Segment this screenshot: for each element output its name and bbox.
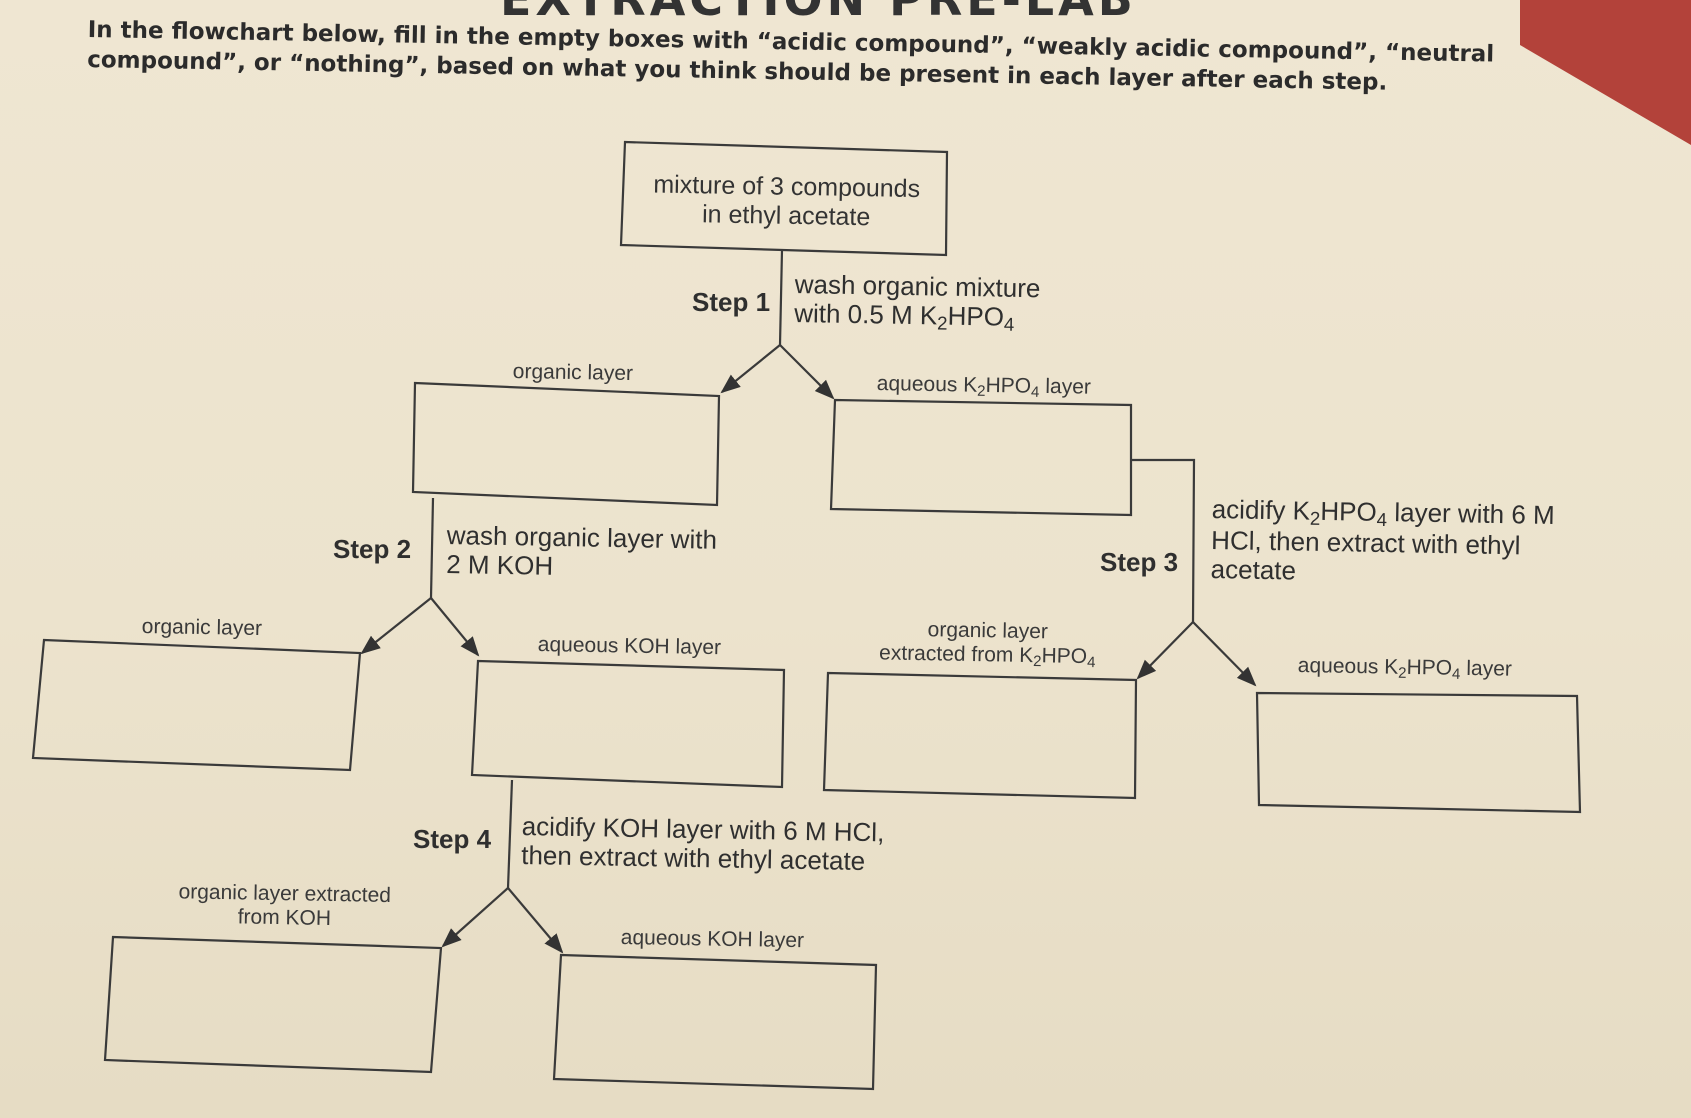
step1-aqueous-box[interactable] [829, 398, 1133, 517]
step2-right-arrow [430, 597, 480, 657]
step2-stem [429, 497, 435, 599]
step4-label: Step 4 [413, 824, 492, 854]
step4-description: acidify KOH layer with 6 M HCl, then ext… [520, 811, 885, 876]
step2-aqueous-box[interactable] [470, 659, 786, 789]
step2-organic-box[interactable] [31, 638, 362, 772]
step4-aqueous-label: aqueous KOH layer [620, 926, 805, 953]
step2-organic-label: organic layer [141, 615, 263, 641]
root-box-text: mixture of 3 compounds in ethyl acetate [627, 170, 946, 234]
step3-aqueous-label: aqueous K2HPO4 layer [1297, 654, 1513, 683]
step1-right-arrow [779, 344, 835, 400]
step2-description: wash organic layer with 2 M KOH [445, 520, 718, 581]
step3-label: Step 3 [1100, 547, 1179, 577]
root-box [619, 140, 949, 257]
step2-left-arrow [360, 597, 432, 655]
step1-stem [778, 249, 784, 346]
step2-label: Step 2 [333, 534, 412, 564]
step3-organic-box[interactable] [822, 671, 1138, 800]
step3-elbow [1131, 458, 1196, 623]
step3-left-arrow [1136, 621, 1194, 680]
step4-right-arrow [507, 887, 564, 954]
step1-description: wash organic mixture with 0.5 M K2HPO4 [793, 269, 1041, 335]
worksheet-title: EXTRACTION PRE-LAB [500, 0, 1200, 22]
step3-right-arrow [1192, 621, 1257, 687]
step4-stem [506, 779, 514, 889]
step2-aqueous-label: aqueous KOH layer [537, 633, 722, 660]
step3-organic-label: organic layer extracted from K2HPO4 [878, 618, 1096, 671]
step4-organic-box[interactable] [103, 935, 443, 1074]
root-line2: in ethyl acetate [701, 200, 871, 232]
step1-label: Step 1 [692, 287, 771, 317]
root-line1: mixture of 3 compounds [653, 170, 921, 204]
step1-aqueous-label: aqueous K2HPO4 layer [876, 372, 1092, 401]
step1-organic-label: organic layer [512, 360, 634, 386]
step1-organic-box[interactable] [411, 381, 721, 507]
step4-organic-label: organic layer extracted from KOH [178, 880, 392, 930]
step3-aqueous-box[interactable] [1255, 691, 1582, 814]
step1-left-arrow [720, 344, 781, 394]
step4-aqueous-box[interactable] [552, 953, 878, 1091]
step3-description: acidify K2HPO4 layer with 6 M HCl, then … [1210, 494, 1555, 586]
step4-left-arrow [441, 887, 509, 948]
